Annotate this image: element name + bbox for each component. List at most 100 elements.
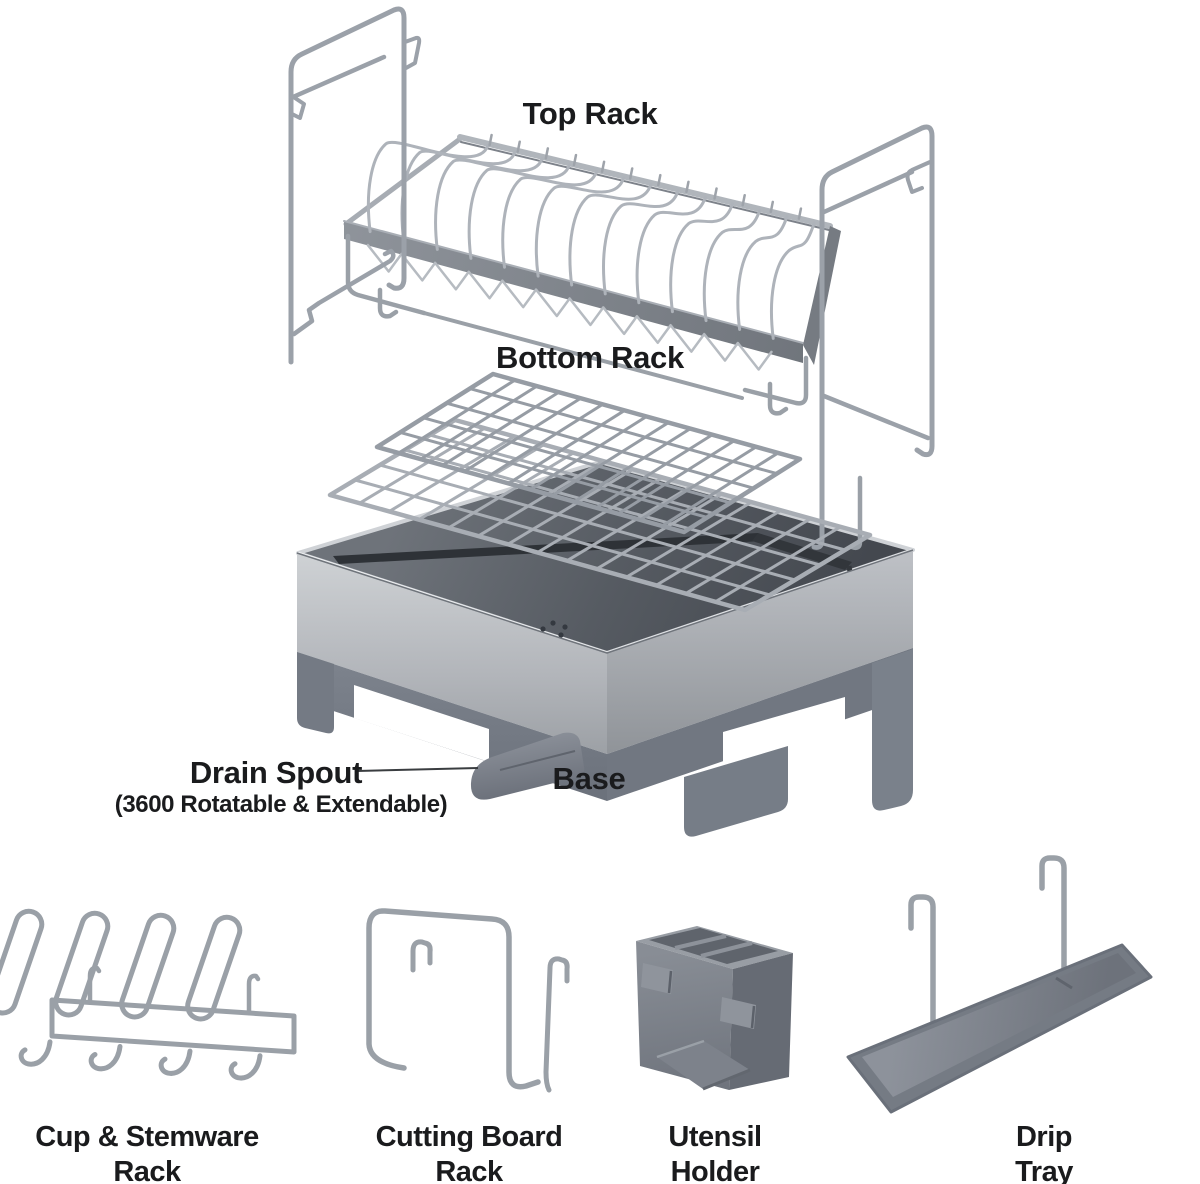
wire (185, 914, 243, 1022)
wire (420, 384, 538, 461)
wire (702, 208, 762, 323)
left-support-frame-illustration (288, 6, 422, 365)
label-line-1: Cutting Board (375, 1121, 563, 1153)
wire (358, 426, 486, 505)
wire (736, 215, 789, 331)
wire (534, 176, 626, 278)
wire (770, 221, 816, 340)
wire (550, 620, 556, 626)
wire (551, 421, 670, 497)
wire (228, 1053, 263, 1081)
drip-tray-label: Drip Tray (1015, 1120, 1073, 1184)
wire (714, 525, 842, 604)
wire (400, 149, 517, 243)
base-label: Base (552, 761, 626, 796)
wire (429, 433, 846, 552)
wire (684, 517, 812, 595)
right-support-frame-illustration (811, 124, 935, 550)
label-line-2: Holder (670, 1156, 760, 1184)
wire (463, 397, 582, 473)
wire (398, 378, 516, 455)
wire (544, 147, 550, 160)
wire (516, 140, 521, 153)
wire (655, 509, 782, 587)
wire (573, 427, 692, 503)
wire (507, 467, 634, 546)
wire (366, 243, 773, 371)
label-line-1: Cup & Stemware (35, 1121, 259, 1153)
wire (434, 157, 544, 251)
utensil-holder-label: Utensil Holder (668, 1120, 762, 1184)
wire (595, 433, 714, 509)
wire (469, 387, 778, 476)
wire (669, 202, 735, 314)
wire (354, 478, 771, 597)
cutting-board-rack-label: Cutting Board Rack (376, 1120, 563, 1184)
wire (467, 163, 571, 260)
drain-spout-note: (3600 Rotatable & Extendable) (114, 791, 448, 818)
cutting-board-rack-illustration (366, 908, 570, 1093)
wire (507, 409, 626, 485)
label-line-2: Rack (113, 1156, 181, 1184)
wire (713, 187, 718, 200)
wire (447, 451, 575, 530)
wire (685, 180, 690, 194)
wire (501, 169, 599, 269)
drain-spout-leader-line (356, 767, 479, 772)
wire (602, 189, 680, 296)
wire (741, 193, 746, 207)
wire (374, 371, 803, 535)
wire (18, 1039, 53, 1067)
wire (379, 463, 796, 582)
wire (661, 451, 779, 528)
wire (158, 1048, 193, 1076)
cup-stemware-rack-illustration (0, 908, 297, 1081)
bottom-rack-label: Bottom Rack (496, 340, 684, 375)
wire (88, 1043, 123, 1072)
label-line-1: Drip (1015, 1121, 1072, 1153)
wire (568, 182, 653, 287)
wire (477, 459, 604, 538)
wire (446, 401, 755, 490)
drip-tray-illustration (846, 855, 1153, 1114)
wire (572, 153, 578, 167)
wire (441, 390, 560, 467)
wire (635, 195, 707, 305)
wire (404, 448, 821, 567)
wire (625, 500, 753, 579)
wire (562, 624, 568, 630)
wire (797, 207, 803, 220)
label-line-1: Utensil (668, 1121, 762, 1153)
wire (769, 200, 775, 214)
label-line-2: Rack (435, 1156, 503, 1184)
wire (600, 160, 606, 174)
bottom-rack-illustration (327, 371, 873, 613)
utensil-holder-illustration (636, 926, 793, 1091)
wire (566, 484, 693, 563)
wire (418, 443, 545, 521)
wire (536, 476, 664, 554)
wire (388, 435, 516, 513)
wire (657, 173, 662, 187)
wire (366, 140, 490, 234)
drain-spout-label: Drain Spout (189, 755, 363, 790)
wire (119, 912, 177, 1020)
wire (596, 492, 723, 571)
wire (399, 430, 708, 519)
wire (0, 908, 45, 1016)
wire (628, 167, 634, 180)
label-line-2: Tray (1015, 1156, 1073, 1184)
top-rack-label: Top Rack (522, 96, 658, 131)
drain-spout-illustration (470, 732, 585, 800)
wire (558, 632, 564, 638)
cup-stemware-rack-label: Cup & Stemware Rack (35, 1120, 259, 1184)
wire (327, 417, 873, 613)
wire (617, 439, 736, 516)
wire (422, 416, 731, 505)
wire (488, 133, 493, 147)
wire (639, 445, 757, 522)
wire (540, 626, 546, 632)
wire (485, 403, 604, 479)
